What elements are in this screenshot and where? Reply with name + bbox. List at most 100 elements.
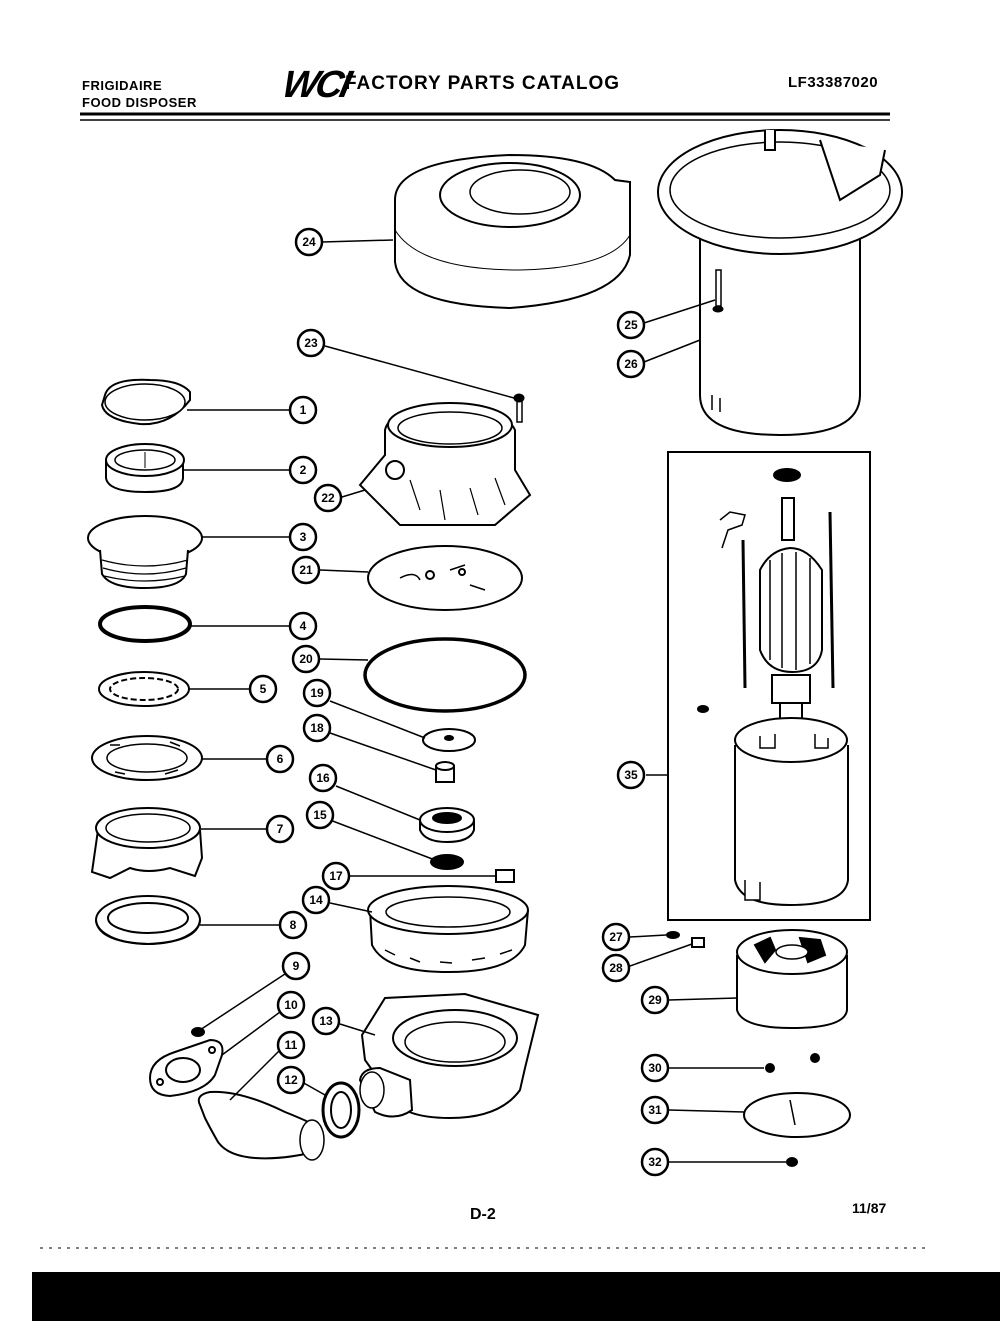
callout-22-label: 22 [321, 491, 335, 505]
callout-9: 9 [281, 951, 311, 981]
callout-27: 27 [601, 922, 631, 952]
part-10-gasket [148, 1038, 224, 1098]
callout-9-label: 9 [293, 959, 300, 973]
callout-18-label: 18 [310, 721, 324, 735]
callout-17-label: 17 [329, 869, 343, 883]
callout-30-label: 30 [648, 1061, 662, 1075]
callout-21: 21 [291, 555, 321, 585]
scan-edge-left [0, 0, 32, 1321]
part-29-end-bell [736, 929, 848, 1030]
callout-16-label: 16 [316, 771, 330, 785]
part-6-mounting-ring [91, 735, 203, 781]
callout-2: 2 [288, 455, 318, 485]
callout-29: 29 [640, 985, 670, 1015]
part-35-motor [697, 468, 849, 907]
part-22-hopper [358, 402, 532, 526]
callout-26-label: 26 [624, 357, 638, 371]
callout-30: 30 [640, 1053, 670, 1083]
part-12-clamp [321, 1081, 361, 1139]
callout-32: 32 [640, 1147, 670, 1177]
callout-29-label: 29 [648, 993, 662, 1007]
callout-19-label: 19 [310, 686, 324, 700]
model-number: LF33387020 [788, 74, 879, 91]
callout-27-label: 27 [609, 930, 623, 944]
callout-17: 17 [321, 861, 351, 891]
part-8-cushion-mount [95, 895, 201, 946]
part-14-shredder-ring [367, 885, 529, 974]
callout-11-label: 11 [285, 1038, 298, 1052]
callout-3-label: 3 [300, 530, 307, 544]
callout-23-label: 23 [304, 336, 318, 350]
part-1-stopper [100, 378, 191, 426]
part-4-gasket [98, 605, 192, 643]
part-25-screw [712, 269, 724, 313]
callout-28: 28 [601, 953, 631, 983]
part-7-mounting-ring [90, 807, 204, 880]
part-19-washer [422, 728, 476, 752]
part-13-grind-chamber [358, 992, 540, 1120]
product-type: FOOD DISPOSER [82, 95, 197, 110]
part-16-seal [419, 807, 475, 844]
callout-7-label: 7 [277, 822, 284, 836]
callout-32-label: 32 [648, 1155, 662, 1169]
callout-23: 23 [296, 328, 326, 358]
callout-24: 24 [294, 227, 324, 257]
callout-2-label: 2 [300, 463, 307, 477]
part-3-sink-flange [87, 515, 203, 590]
callout-4-label: 4 [300, 619, 307, 633]
scan-edge-bottom [0, 1272, 1000, 1321]
callouts: 24 25 26 23 1 2 22 3 21 4 20 5 19 18 6 1… [248, 227, 670, 1177]
callout-6: 6 [265, 744, 295, 774]
callout-11: 11 [276, 1030, 306, 1060]
callout-19: 19 [302, 678, 332, 708]
callout-21-label: 21 [299, 563, 313, 577]
part-35-motor-assembly-box [667, 451, 871, 921]
catalog-date: 11/87 [852, 1200, 887, 1216]
part-11-discharge-elbow [197, 1090, 325, 1161]
callout-13-label: 13 [319, 1014, 333, 1028]
wci-logo: WCI [278, 64, 353, 106]
callout-35: 35 [616, 760, 646, 790]
callout-20-label: 20 [299, 652, 313, 666]
callout-10: 10 [276, 990, 306, 1020]
callout-8-label: 8 [290, 918, 297, 932]
callout-5-label: 5 [260, 682, 267, 696]
callout-1-label: 1 [300, 403, 307, 417]
part-27-washer [666, 931, 680, 939]
callout-14: 14 [301, 885, 331, 915]
page-number: D-2 [470, 1206, 496, 1223]
callout-12: 12 [276, 1065, 306, 1095]
callout-12-label: 12 [284, 1073, 298, 1087]
callout-13: 13 [311, 1006, 341, 1036]
callout-31-label: 31 [648, 1103, 662, 1117]
callout-7: 7 [265, 814, 295, 844]
callout-10-label: 10 [284, 998, 298, 1012]
callout-25: 25 [616, 310, 646, 340]
callout-15: 15 [305, 800, 335, 830]
callout-8: 8 [278, 910, 308, 940]
callout-31: 31 [640, 1095, 670, 1125]
callout-3: 3 [288, 522, 318, 552]
callout-14-label: 14 [309, 893, 323, 907]
callout-26: 26 [616, 349, 646, 379]
part-26-upper-housing [657, 129, 903, 437]
part-21-rotating-plate [367, 545, 523, 611]
callout-35-label: 35 [624, 768, 638, 782]
leader-lines [183, 239, 786, 1163]
callout-18: 18 [302, 713, 332, 743]
brand-name: FRIGIDAIRE [82, 78, 163, 93]
callout-16: 16 [308, 763, 338, 793]
callout-25-label: 25 [624, 318, 638, 332]
part-24-baffle [394, 153, 631, 310]
callout-15-label: 15 [313, 808, 327, 822]
part-31-cover [743, 1092, 851, 1138]
part-32-screw [786, 1157, 798, 1167]
callout-5: 5 [248, 674, 278, 704]
part-28-screw [691, 937, 705, 948]
callout-1: 1 [288, 395, 318, 425]
part-30-nuts [765, 1053, 820, 1073]
callout-20: 20 [291, 644, 321, 674]
callout-4: 4 [288, 611, 318, 641]
part-5-backup-ring [98, 671, 190, 707]
